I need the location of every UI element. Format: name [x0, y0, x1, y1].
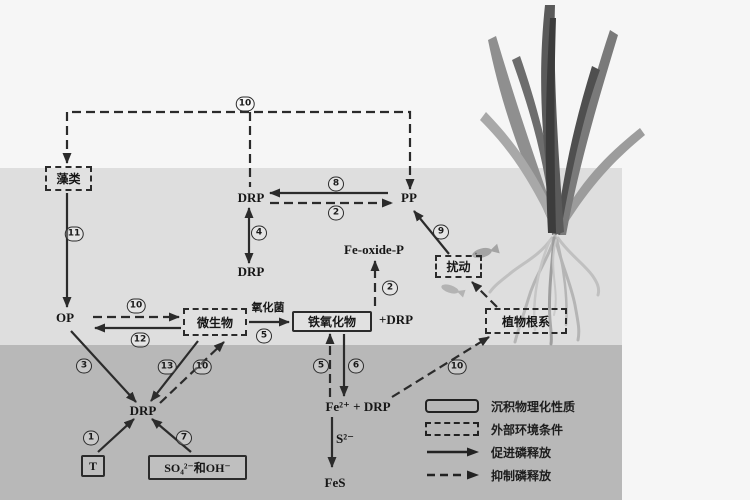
process-number-2-14: 2: [382, 280, 398, 296]
drp-to-microbe-arrow: [159, 341, 225, 404]
oxidizing-bacteria-label: 氧化菌: [251, 302, 285, 314]
shrimp-icon: [441, 284, 466, 298]
fe2-drp-label: Fe²⁺ + DRP: [325, 399, 391, 414]
legend-label-dashed-box: 外部环境条件: [491, 422, 564, 437]
s2-label: S²⁻: [336, 431, 354, 446]
drp-to-algae-and-pp-path: [62, 110, 415, 190]
overlying-water-band: [0, 168, 622, 345]
op-label: OP: [55, 310, 75, 325]
op-to-drp-arrow: [70, 330, 137, 403]
plant-root-box: 植物根系: [485, 308, 567, 334]
legend-row-dashed-arrow: 抑制磷释放: [425, 466, 575, 484]
plant-leaves: [480, 5, 645, 235]
process-number-12-7: 12: [130, 332, 150, 348]
drp-interface-label: DRP: [237, 264, 265, 279]
process-number-11-0: 11: [64, 226, 84, 242]
process-number-2-3: 2: [328, 205, 344, 221]
drp-water-label: DRP: [237, 190, 265, 205]
process-number-5-15: 5: [313, 358, 329, 374]
process-number-6-16: 6: [348, 358, 364, 374]
sulfate-hydroxide-box: SO₄²⁻和OH⁻: [148, 455, 247, 480]
root-to-disturbance-arrow: [471, 281, 498, 308]
temperature-box: T: [81, 455, 105, 477]
legend: 沉积物理化性质 外部环境条件 促进磷释放 抑制磷释放: [425, 397, 575, 484]
process-number-8-2: 8: [328, 176, 344, 192]
temperature-to-drp-arrow: [97, 418, 135, 453]
process-number-5-13: 5: [256, 328, 272, 344]
process-number-10-6: 10: [126, 298, 146, 314]
dashed-box-swatch: [425, 422, 479, 436]
fe-oxide-p-label: Fe-oxide-P: [344, 242, 404, 257]
legend-label-dashed-arrow: 抑制磷释放: [491, 468, 552, 483]
fes-label: FeS: [324, 475, 346, 490]
dashed-arrow-swatch: [427, 470, 479, 480]
process-number-7-12: 7: [176, 430, 192, 446]
fe2-to-root-arrow: [391, 336, 490, 398]
process-number-9-5: 9: [433, 224, 449, 240]
process-number-4-4: 4: [251, 225, 267, 241]
process-number-10-1: 10: [235, 96, 255, 112]
process-number-13-9: 13: [157, 359, 177, 375]
algae-box: 藻类: [45, 166, 92, 191]
drp-porewater-label: DRP: [129, 403, 157, 418]
solid-box-swatch: [425, 399, 479, 413]
iron-oxide-box: 铁氧化物: [292, 311, 372, 332]
process-number-10-17: 10: [447, 359, 467, 375]
pp-label: PP: [401, 190, 417, 205]
microbe-box: 微生物: [183, 308, 247, 336]
upper-water-band: [0, 0, 750, 168]
disturbance-box: 扰动: [435, 255, 482, 278]
legend-row-solid-arrow: 促进磷释放: [425, 443, 575, 461]
process-number-1-11: 1: [83, 430, 99, 446]
sulfate-to-drp-arrow: [151, 418, 192, 453]
disturbance-to-pp-arrow: [413, 210, 450, 255]
legend-row-dashed-box: 外部环境条件: [425, 420, 575, 438]
process-number-10-10: 10: [192, 359, 212, 375]
process-number-3-8: 3: [76, 358, 92, 374]
legend-label-solid-arrow: 促进磷释放: [491, 445, 552, 460]
plus-drp-label: +DRP: [378, 312, 414, 327]
legend-label-solid-box: 沉积物理化性质: [491, 399, 576, 414]
solid-arrow-swatch: [427, 447, 479, 457]
legend-row-solid-box: 沉积物理化性质: [425, 397, 575, 415]
plant-illustration: [441, 5, 645, 346]
